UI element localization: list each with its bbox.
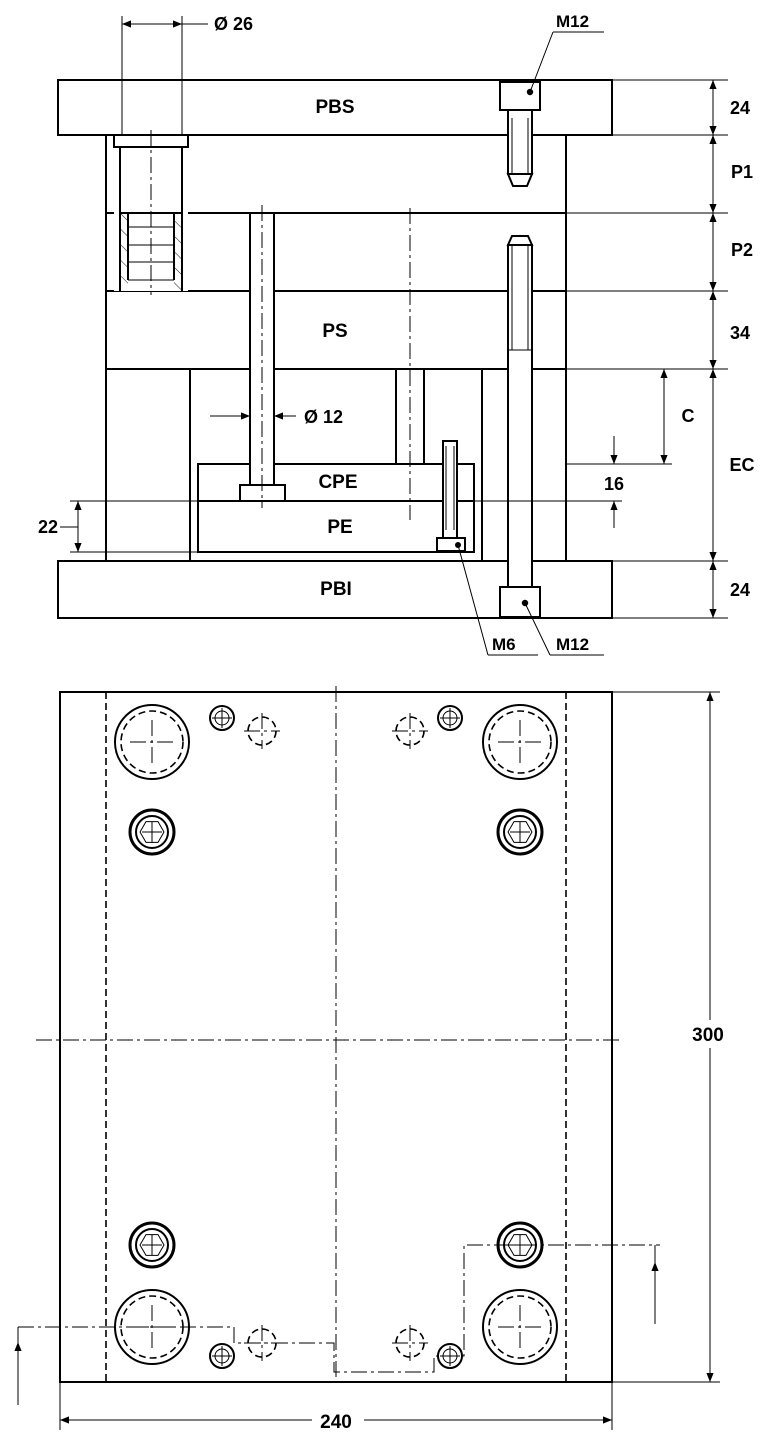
bottom-screw — [499, 235, 541, 618]
pe-plate — [197, 500, 475, 553]
pbi-plate — [57, 560, 613, 619]
height-text: 300 — [692, 1025, 724, 1046]
pbi-thickness-text: 24 — [730, 580, 750, 600]
guide-bushing-bottom-right — [482, 1289, 558, 1365]
ejector-pin-hidden-top-right — [392, 713, 428, 749]
width-text: 240 — [320, 1412, 352, 1433]
ejector-pin-diameter-text: Ø 12 — [304, 407, 343, 427]
small-screw-top-left — [209, 705, 235, 731]
guide-bushing-top-left — [114, 704, 190, 780]
ejector-pin-hidden-bottom-right — [392, 1325, 428, 1361]
ejector-screw — [436, 440, 466, 552]
guide-bushing-diameter-dimension: Ø 26 — [121, 14, 253, 135]
top-screw-callout: M12 — [529, 12, 604, 93]
ps-label: PS — [322, 321, 347, 342]
socket-screw-lower-left — [128, 1221, 176, 1269]
cpe-label: CPE — [318, 472, 357, 493]
socket-screw-upper-right — [496, 808, 544, 856]
pe-offset-dimension: 22 — [38, 500, 198, 553]
spacer-block-left — [105, 368, 191, 562]
small-screw-top-right — [437, 705, 463, 731]
ejector-pin — [239, 205, 286, 508]
cpe-thickness-text: 16 — [604, 474, 624, 494]
pbi-label: PBI — [320, 579, 352, 600]
guide-bushing — [113, 130, 189, 295]
ps-plate — [105, 290, 567, 370]
pbs-thickness-text: 24 — [730, 98, 750, 118]
plan-view: 300 240 — [14, 686, 734, 1434]
bottom-screw-label: M12 — [556, 635, 589, 654]
cpe-thickness-dimension: 16 — [474, 436, 624, 528]
socket-screw-upper-left — [128, 808, 176, 856]
top-screw-label: M12 — [556, 12, 589, 31]
width-dimension: 240 — [59, 1382, 613, 1434]
ejector-screw-label: M6 — [492, 635, 516, 654]
ps-thickness-text: 34 — [730, 323, 750, 343]
height-dimension: 300 — [612, 691, 734, 1383]
spacer-height-text: EC — [729, 455, 754, 475]
ejector-screw-callout: M6 — [457, 544, 538, 656]
bottom-screw-callout: M12 — [524, 602, 604, 656]
stroke-dimension: C — [566, 369, 695, 465]
section-view: PBS PS CPE PE PBI Ø 26 Ø 12 M12 — [38, 12, 755, 656]
stroke-text: C — [682, 406, 695, 426]
right-dimension-chain: 24 P1 P2 34 EC 24 — [566, 79, 755, 619]
small-screw-bottom-left — [209, 1343, 235, 1369]
pe-offset-text: 22 — [38, 517, 58, 537]
pe-label: PE — [327, 517, 352, 538]
pbs-label: PBS — [315, 97, 354, 118]
guide-bushing-diameter-text: Ø 26 — [214, 14, 253, 34]
ejector-pin-diameter-dimension: Ø 12 — [210, 407, 343, 427]
section-cutting-plane — [14, 1244, 660, 1405]
guide-bushing-top-right — [482, 704, 558, 780]
p2-text: P2 — [731, 240, 753, 260]
p1-text: P1 — [731, 162, 753, 182]
ejector-pin-hidden-top-left — [244, 713, 280, 749]
top-screw — [499, 81, 541, 187]
